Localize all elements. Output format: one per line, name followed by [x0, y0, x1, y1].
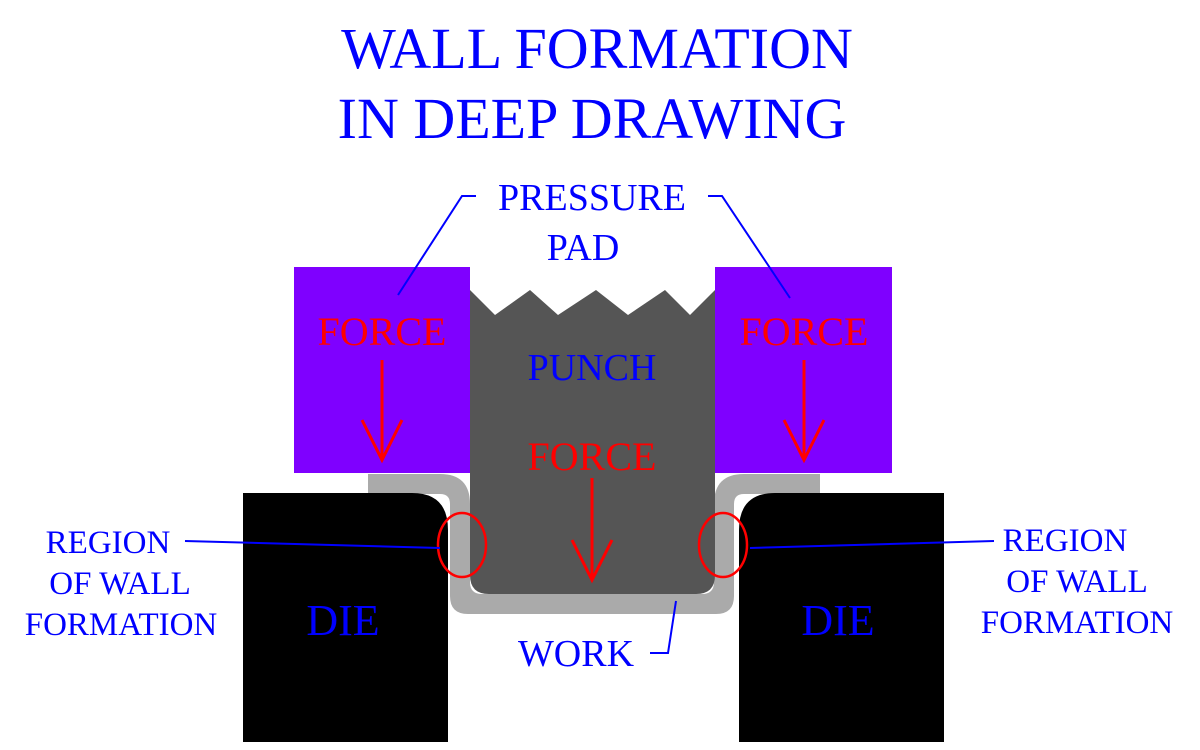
pressure-pad-label-line-2: PAD — [547, 227, 620, 269]
title-line-2: IN DEEP DRAWING — [338, 86, 847, 151]
die-right — [739, 493, 944, 742]
region-right-line-1: REGION — [1003, 523, 1128, 559]
work-label: WORK — [518, 633, 635, 675]
pressure-pad-leader-right — [708, 195, 791, 299]
pressure-pad-leader-left — [397, 195, 476, 296]
work-sheet — [368, 474, 820, 614]
region-right-line-3: FORMATION — [981, 605, 1174, 641]
pressure-pad-label-line-1: PRESSURE — [498, 177, 686, 219]
wall-region-ellipse-right — [697, 511, 749, 579]
region-left-line-3: FORMATION — [25, 607, 218, 643]
wall-region-leader-left — [184, 540, 441, 549]
die-label-left: DIE — [306, 596, 379, 645]
force-label-center: FORCE — [528, 434, 657, 479]
punch — [470, 290, 715, 594]
title-line-1: WALL FORMATION — [341, 16, 853, 81]
region-left-line-2: OF WALL — [49, 566, 190, 602]
force-label-right: FORCE — [740, 309, 869, 354]
die-left — [243, 493, 448, 742]
work-leader — [650, 600, 677, 654]
die-label-right: DIE — [801, 596, 874, 645]
wall-region-ellipse-left — [436, 511, 488, 579]
force-label-left: FORCE — [318, 309, 447, 354]
punch-label: PUNCH — [528, 347, 657, 389]
region-left-line-1: REGION — [46, 525, 171, 561]
force-arrow-right — [782, 360, 826, 464]
force-arrow-center — [570, 478, 614, 584]
region-right-line-2: OF WALL — [1006, 564, 1147, 600]
force-arrow-left — [360, 360, 404, 464]
wall-region-leader-right — [749, 540, 995, 549]
